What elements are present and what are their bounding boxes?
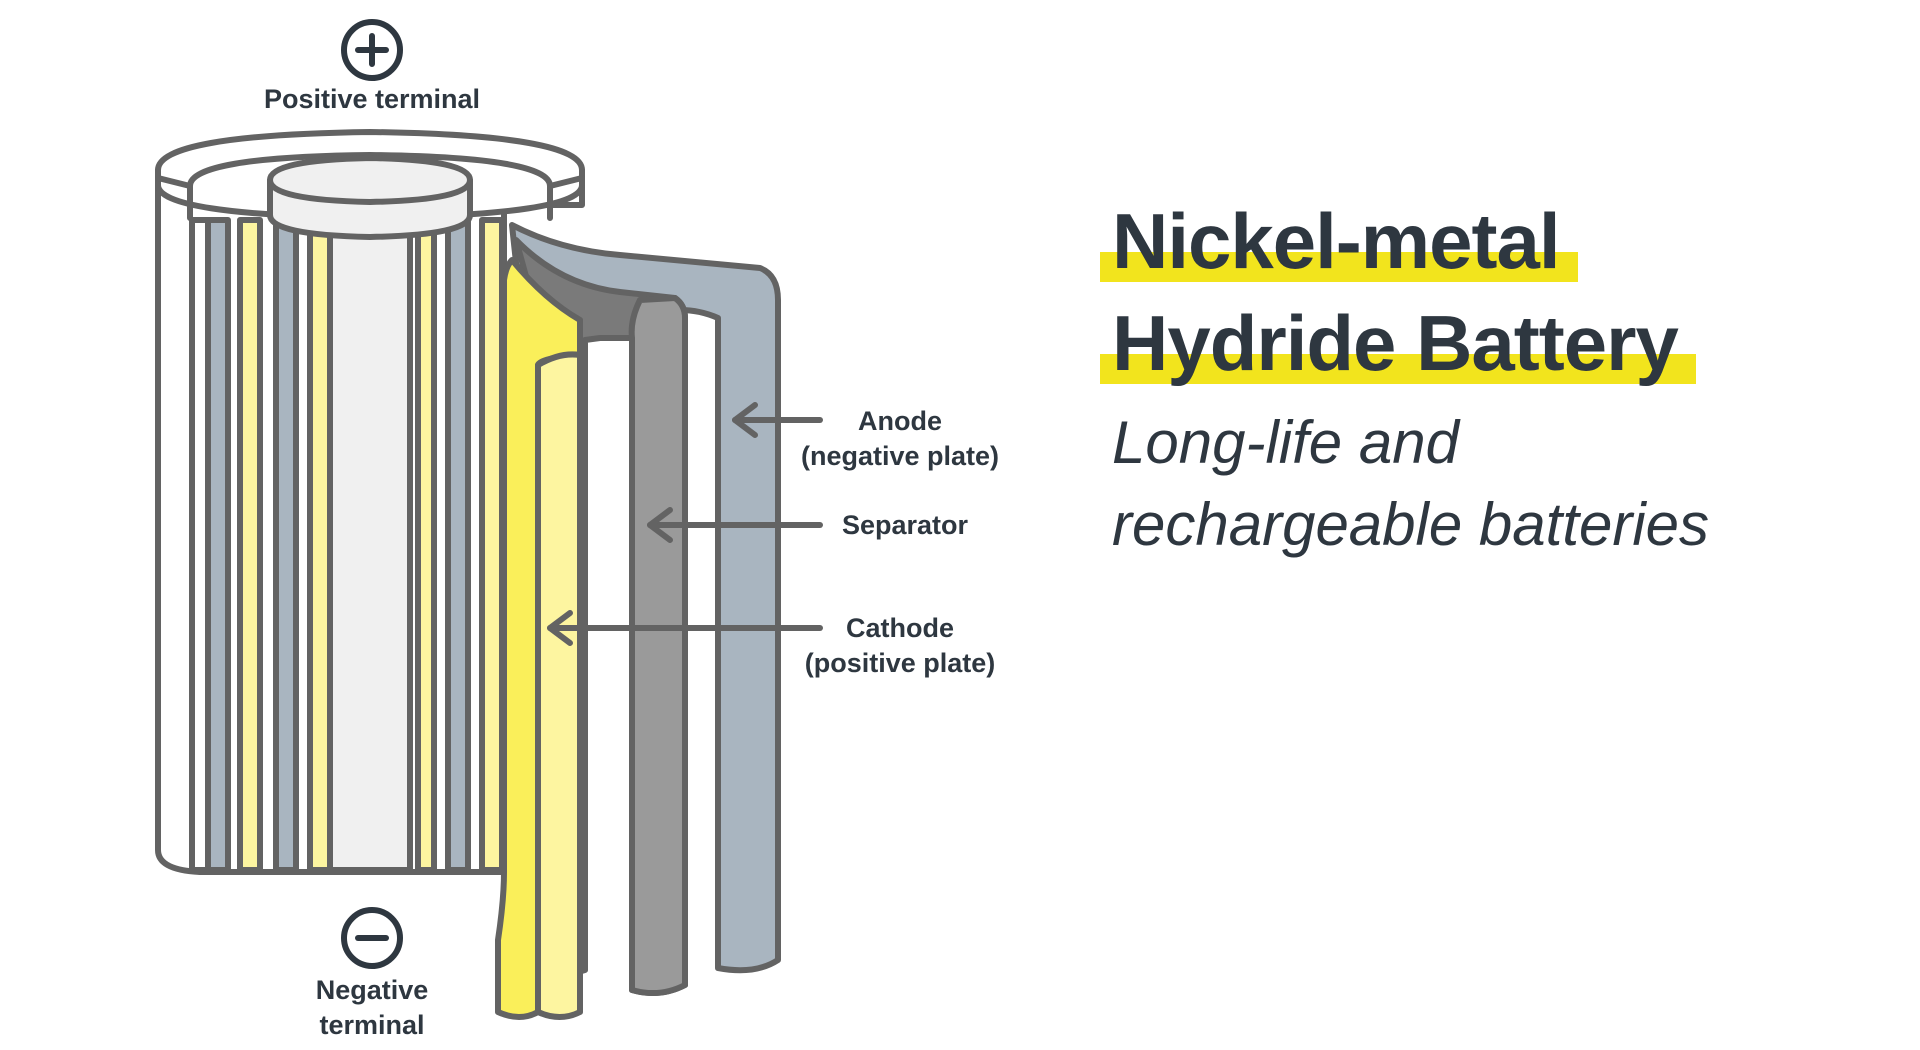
subtitle: Long-life and rechargeable batteries [1112,402,1892,566]
title-line2: Hydride Battery [1100,292,1696,394]
subtitle-line2: rechargeable batteries [1112,491,1710,558]
battery-diagram [155,19,823,1020]
anode-label: Anode (negative plate) [770,404,1030,474]
positive-terminal-cap [267,155,473,240]
cathode-label: Cathode (positive plate) [770,611,1030,681]
negative-terminal-label-line2: terminal [319,1010,425,1040]
title-highlight [1100,252,1578,282]
negative-terminal-label-line1: Negative [315,975,429,1005]
plus-circle-icon [341,19,403,81]
title-highlight [1100,354,1696,384]
cathode-label-line1: Cathode [846,613,954,643]
separator-label: Separator [841,510,969,540]
inner-layer-stripes [189,217,505,873]
battery-core [327,217,413,873]
title-block: Nickel-metal Hydride Battery Long-life a… [1100,190,1892,566]
minus-circle-icon [341,907,403,969]
anode-label-line1: Anode [858,406,942,436]
title-line1: Nickel-metal [1100,190,1578,292]
negative-terminal-label: Negative terminal [272,973,472,1043]
cathode-label-line2: (positive plate) [804,648,996,678]
positive-terminal-label: Positive terminal [263,84,481,114]
anode-label-line2: (negative plate) [800,441,1000,471]
label-arrows [547,402,823,646]
subtitle-line1: Long-life and [1112,409,1459,476]
cathode-plate [495,257,583,1020]
